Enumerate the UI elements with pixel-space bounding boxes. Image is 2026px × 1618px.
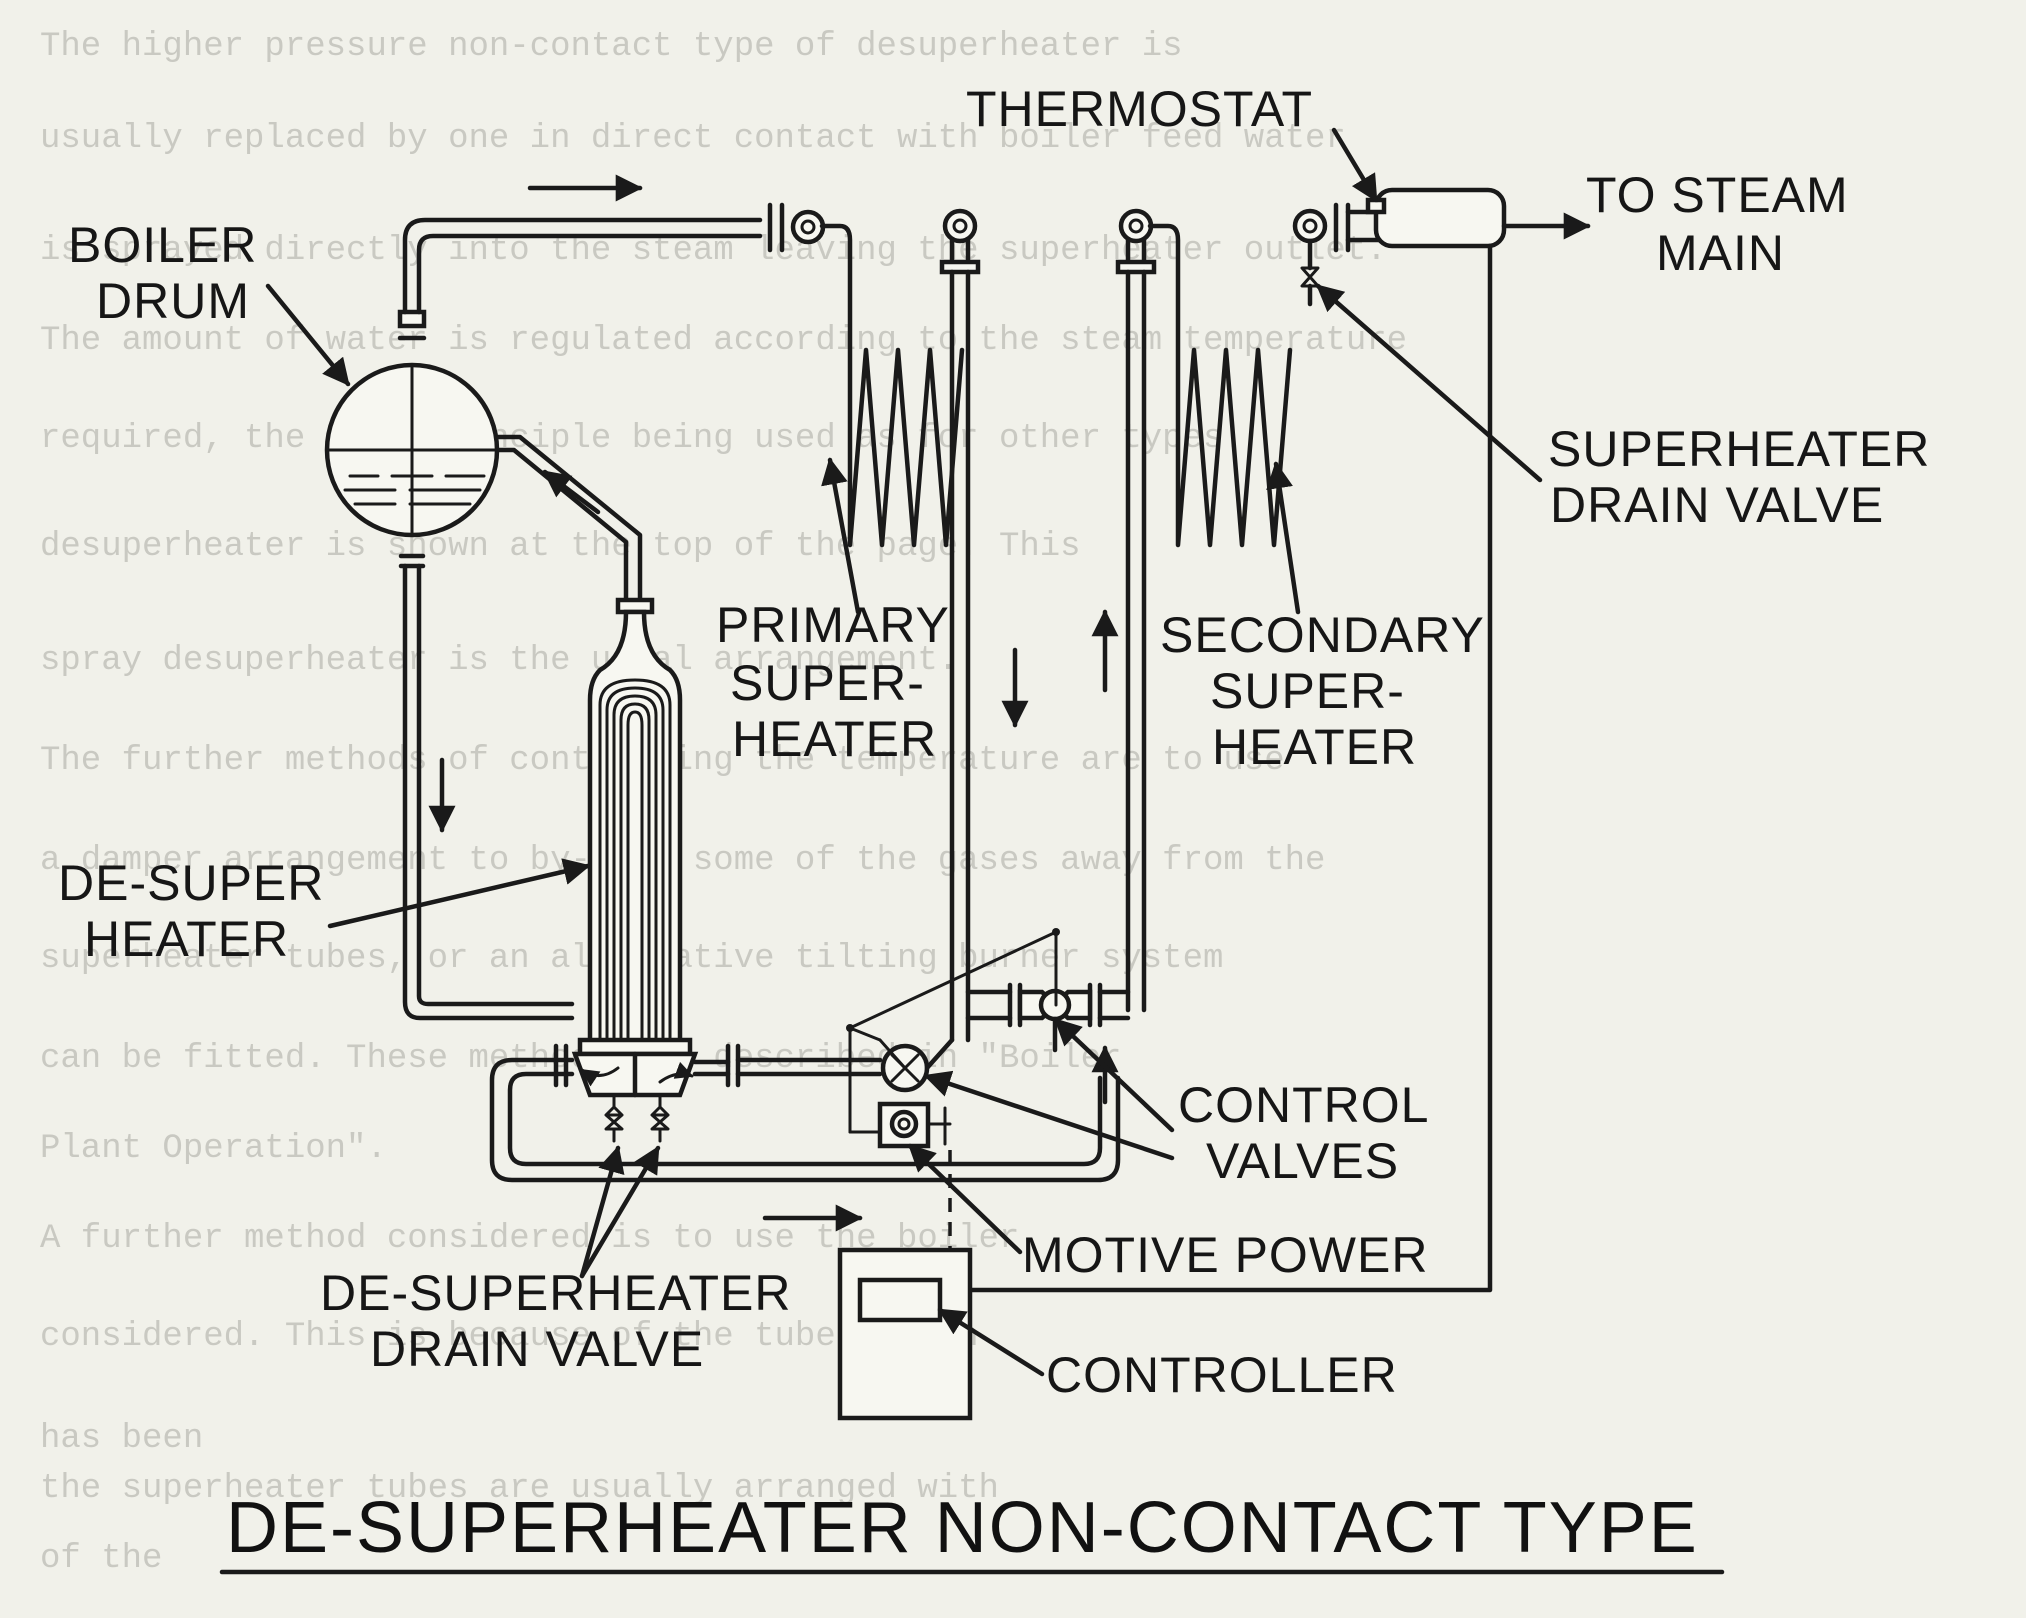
- pipe-right-return: [967, 243, 1493, 1293]
- leader-desuperheater: [327, 858, 591, 929]
- desuperheater-header-flanges: [553, 1043, 741, 1088]
- leader-thermostat: [1331, 127, 1379, 203]
- label-desuper-1: DE-SUPER: [58, 855, 324, 911]
- valve-linkage: [846, 928, 1060, 1134]
- pipe-drum-to-primary: [402, 217, 763, 315]
- label-superheater-drain-2: DRAIN VALVE: [1550, 477, 1884, 533]
- leader-secondary: [1266, 461, 1301, 615]
- label-boiler-drum-1: BOILER: [68, 217, 257, 273]
- label-desuper-2: HEATER: [84, 911, 289, 967]
- label-secondary-1: SECONDARY: [1160, 607, 1485, 663]
- label-primary-3: HEATER: [732, 711, 937, 767]
- thermostat: [1365, 187, 1507, 249]
- label-secondary-3: HEATER: [1212, 719, 1417, 775]
- label-to-steam-main-1: TO STEAM: [1586, 167, 1849, 223]
- label-controller: CONTROLLER: [1046, 1347, 1398, 1403]
- desuperheater: [571, 597, 699, 1098]
- control-valve-bypass: [965, 982, 1131, 1053]
- primary-outlet-column: [939, 208, 981, 1043]
- label-to-steam-main-2: MAIN: [1656, 225, 1785, 281]
- label-control-2: VALVES: [1206, 1133, 1399, 1189]
- pipe-drum-side: [494, 434, 643, 603]
- label-dsh-drain-1: DE-SUPERHEATER: [320, 1265, 791, 1321]
- drum-top-flange: [397, 309, 427, 341]
- leader-boiler-drum: [265, 283, 351, 387]
- leader-control-main: [923, 1070, 1175, 1161]
- label-primary-2: SUPER-: [730, 655, 925, 711]
- leader-controller: [937, 1307, 1045, 1377]
- label-superheater-drain-1: SUPERHEATER: [1548, 421, 1930, 477]
- label-secondary-2: SUPER-: [1210, 663, 1405, 719]
- motive-power: [848, 1101, 952, 1149]
- pipe-bottom-loop: [489, 1057, 1121, 1183]
- flow-arrow-header-left: [580, 1066, 620, 1087]
- superheater-drain-valve: [1300, 238, 1320, 307]
- flow-arrow-drum-return: [542, 469, 601, 515]
- label-dsh-drain-2: DRAIN VALVE: [370, 1321, 704, 1377]
- leader-motive-power: [907, 1143, 1023, 1255]
- pipe-header-to-control: [735, 1057, 883, 1077]
- diagram-title: DE-SUPERHEATER NON-CONTACT TYPE: [226, 1488, 1699, 1568]
- secondary-inlet-column: [1115, 208, 1157, 1013]
- leader-dsh-drain-2: [579, 1145, 661, 1279]
- label-thermostat: THERMOSTAT: [966, 81, 1313, 137]
- leader-superheater-drain: [1315, 283, 1543, 483]
- boiler-drum: [324, 362, 500, 538]
- controller: [837, 1247, 973, 1421]
- leader-dsh-drain-1: [579, 1145, 625, 1279]
- pipe-drum-to-desuperheater: [402, 563, 575, 1021]
- label-motive-power: MOTIVE POWER: [1022, 1227, 1428, 1283]
- primary-inlet-flange: [767, 202, 826, 253]
- primary-superheater-coil: [819, 223, 965, 548]
- label-boiler-drum-2: DRUM: [96, 273, 250, 329]
- label-primary-1: PRIMARY: [716, 597, 950, 653]
- flow-arrow-header-right: [658, 1061, 694, 1084]
- label-control-1: CONTROL: [1178, 1077, 1429, 1133]
- leader-control-bypass: [1053, 1017, 1175, 1133]
- leader-primary: [821, 457, 861, 615]
- secondary-superheater-coil: [1147, 223, 1293, 548]
- desuperheater-drain-valves: [604, 1093, 670, 1143]
- secondary-outlet: [1292, 202, 1383, 253]
